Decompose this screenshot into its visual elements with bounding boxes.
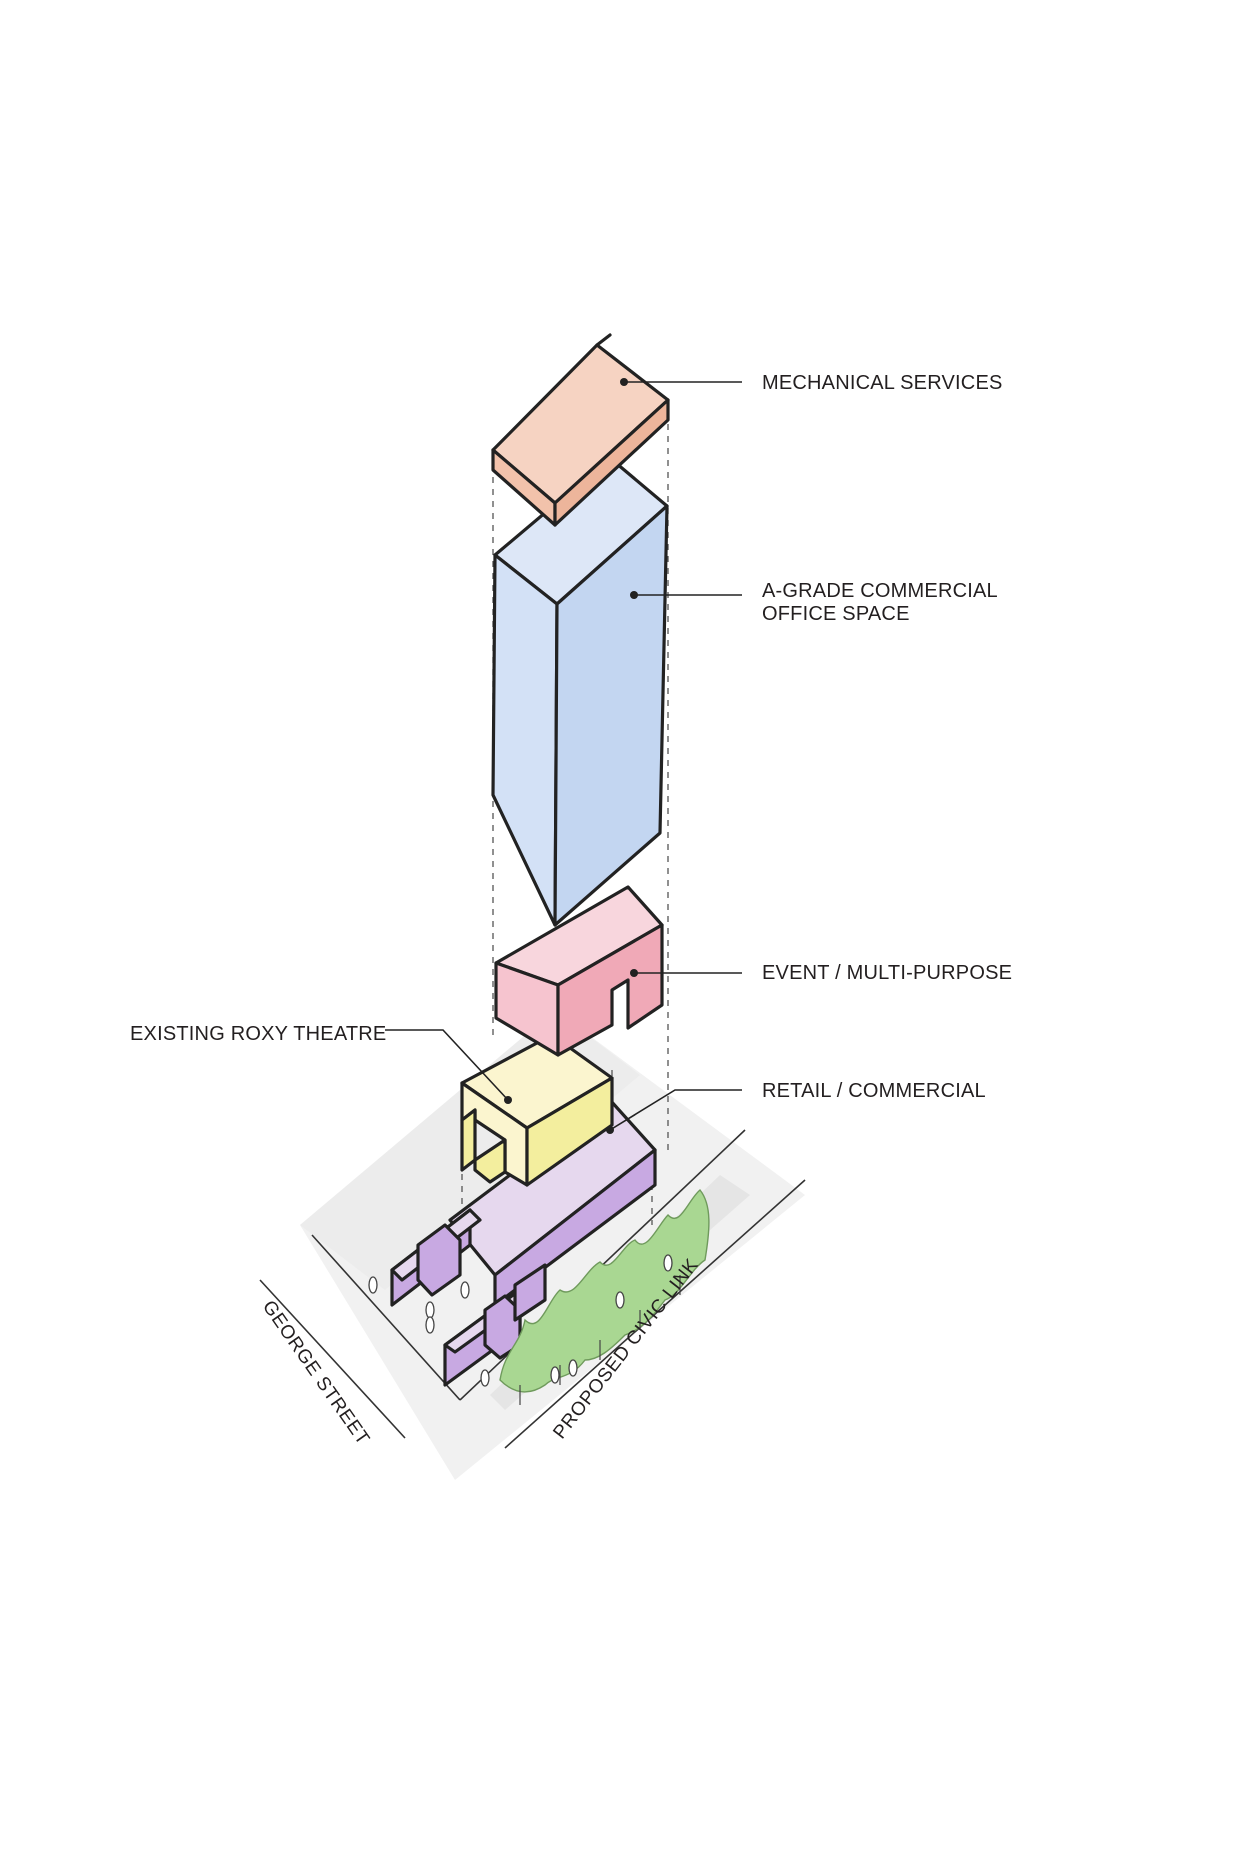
label-retail-commercial: RETAIL / COMMERCIAL	[762, 1080, 986, 1102]
label-existing-roxy-theatre: EXISTING ROXY THEATRE	[130, 1023, 386, 1045]
label-event-multipurpose: EVENT / MULTI-PURPOSE	[762, 962, 1012, 984]
people-figures	[368, 1254, 673, 1387]
label-mechanical-services: MECHANICAL SERVICES	[762, 372, 1003, 394]
office-tower-block	[491, 456, 669, 927]
leader-lines	[385, 381, 742, 1131]
mechanical-services-block	[491, 333, 670, 527]
street-george: GEORGE STREET	[258, 1297, 374, 1449]
roxy-theatre-block	[460, 1033, 614, 1187]
event-multipurpose-block	[494, 885, 664, 1057]
trees	[499, 1189, 710, 1405]
label-office-line1: A-GRADE COMMERCIAL	[762, 580, 998, 602]
label-office-line2: OFFICE SPACE	[762, 603, 910, 625]
